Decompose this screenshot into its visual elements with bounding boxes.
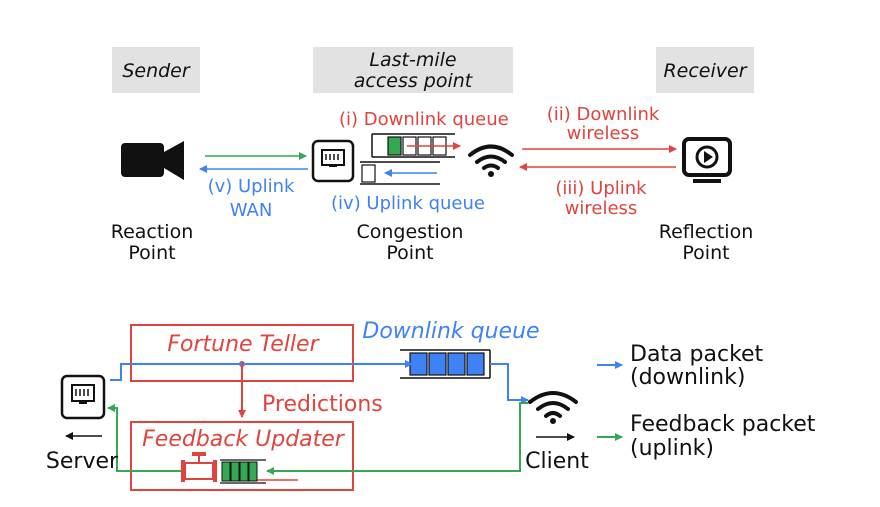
- server-label: Server: [46, 449, 119, 474]
- receiver-header: Receiver: [656, 47, 754, 93]
- top-uplink-queue: [360, 161, 440, 185]
- legend-data-line2: (downlink): [630, 365, 745, 390]
- sender-header: Sender: [112, 47, 200, 93]
- feedback-path-updater-to-server: [107, 404, 190, 472]
- bottom-downlink-queue: [400, 349, 491, 379]
- legend-feedback-line1: Feedback packet: [630, 412, 816, 437]
- label-downlink-queue: (i) Downlink queue: [339, 109, 509, 130]
- data-path-server-to-queue: [110, 360, 413, 381]
- top-downlink-queue: [371, 133, 455, 158]
- predictions-label: Predictions: [262, 392, 383, 417]
- feedback-path-client-to-updater: [266, 402, 528, 475]
- feedback-queue: [220, 459, 266, 484]
- label-downlink-wireless-2: wireless: [567, 123, 640, 144]
- access-point-header-line2: access point: [354, 70, 474, 92]
- access-point-header: Last-mile access point: [313, 47, 513, 93]
- server-icon: [60, 374, 106, 420]
- reaction-point-2: Point: [128, 242, 175, 264]
- fortune-teller-label: Fortune Teller: [167, 332, 320, 357]
- valve-icon: [181, 452, 217, 482]
- data-path-queue-to-client: [490, 363, 529, 404]
- client-label: Client: [525, 449, 589, 474]
- legend-feedback-line2: (uplink): [630, 436, 714, 461]
- feedback-updater-label: Feedback Updater: [142, 427, 346, 452]
- label-uplink-queue: (iv) Uplink queue: [331, 193, 485, 214]
- congestion-point-2: Point: [386, 242, 433, 264]
- reflection-point-2: Point: [682, 242, 729, 264]
- label-uplink-wan-2: WAN: [230, 200, 273, 221]
- router-icon: [311, 139, 355, 183]
- video-camera-icon: [121, 141, 184, 180]
- congestion-point-1: Congestion: [357, 221, 464, 243]
- label-uplink-wireless-1: (iii) Uplink: [555, 178, 647, 199]
- display-icon: [682, 137, 732, 183]
- reaction-point-1: Reaction: [111, 221, 194, 243]
- label-downlink-wireless-1: (ii) Downlink: [547, 104, 660, 125]
- label-uplink-wireless-2: wireless: [565, 198, 638, 219]
- legend-data-line1: Data packet: [630, 342, 764, 367]
- downlink-queue-label: Downlink queue: [362, 319, 539, 344]
- receiver-header-text: Receiver: [663, 60, 747, 82]
- access-point-header-line1: Last-mile: [369, 49, 456, 71]
- wifi-icon: [468, 144, 514, 177]
- client-wifi-icon: [528, 391, 578, 424]
- label-uplink-wan-1: (v) Uplink: [208, 176, 295, 197]
- sender-header-text: Sender: [122, 60, 191, 82]
- reflection-point-1: Reflection: [659, 221, 754, 243]
